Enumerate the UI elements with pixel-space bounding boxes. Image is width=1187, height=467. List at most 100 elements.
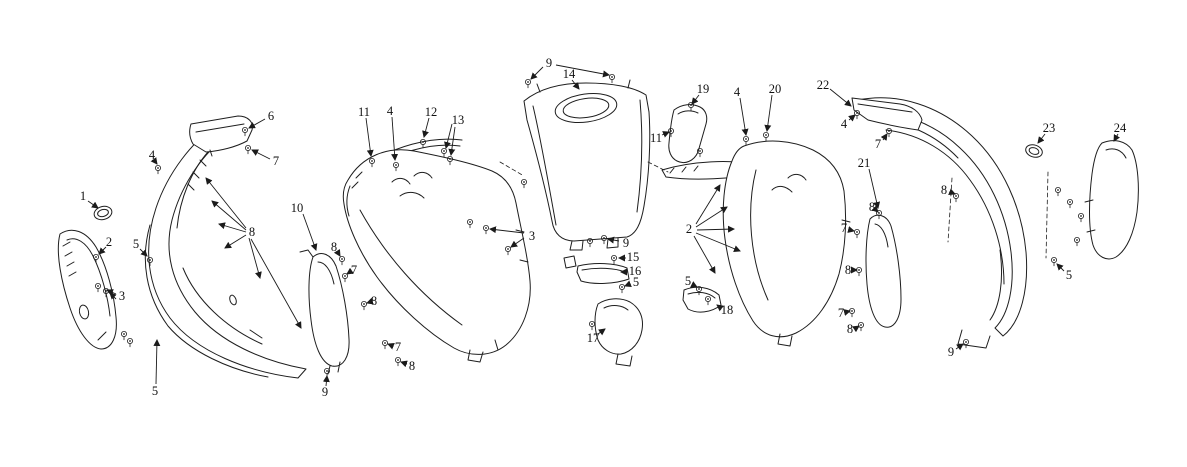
callout-9: 9	[546, 56, 552, 70]
leader-line-4	[150, 157, 158, 165]
leader-line-2	[696, 225, 735, 233]
callout-14: 14	[563, 67, 576, 81]
callout-7: 7	[841, 221, 847, 235]
callout-7: 7	[273, 154, 279, 168]
leader-line-9	[322, 375, 330, 387]
leader-line-5	[139, 248, 148, 257]
callout-8: 8	[331, 240, 337, 254]
callout-7: 7	[838, 306, 844, 320]
strip-part-18	[682, 286, 722, 313]
leader-line-8	[224, 234, 247, 249]
callout-7: 7	[875, 137, 881, 151]
callout-5: 5	[133, 237, 139, 251]
callout-17: 17	[587, 331, 600, 345]
leader-line-8	[250, 238, 302, 329]
callout-6: 6	[268, 109, 274, 123]
leader-line-3	[109, 292, 117, 300]
callout-16: 16	[629, 264, 642, 278]
callout-8: 8	[371, 294, 377, 308]
leader-line-20	[764, 94, 773, 132]
leader-line-10	[302, 213, 318, 251]
callout-8: 8	[941, 183, 947, 197]
callout-11: 11	[650, 131, 662, 145]
callout-4: 4	[387, 104, 394, 118]
leader-line-13	[444, 123, 453, 149]
strip-panel-part-10	[299, 249, 350, 375]
leader-line-4	[391, 116, 399, 161]
callout-5: 5	[152, 384, 158, 398]
leader-line-9	[607, 236, 620, 244]
leader-line-5	[1056, 263, 1065, 272]
callout-7: 7	[395, 340, 401, 354]
leader-line-12	[422, 117, 430, 138]
leader-line-7	[251, 149, 271, 160]
callout-3: 3	[119, 289, 125, 303]
callout-8: 8	[249, 225, 255, 239]
callout-2: 2	[686, 222, 692, 236]
leader-line-8	[871, 205, 879, 213]
side-fairing-right	[722, 140, 851, 347]
callout-3: 3	[529, 229, 535, 243]
leader-line-7	[843, 309, 851, 316]
top-bracket-left	[189, 115, 253, 157]
leader-line-6	[248, 118, 266, 129]
tank-cover-part-14	[523, 79, 651, 251]
leader-line-7	[847, 226, 855, 233]
callout-4: 4	[841, 117, 848, 131]
leader-line-3	[489, 226, 525, 234]
callout-21: 21	[858, 156, 871, 170]
leader-line-5	[153, 339, 161, 385]
leader-line-5	[690, 281, 698, 288]
inner-panel-left-rear	[144, 224, 269, 378]
callout-7: 7	[351, 263, 357, 277]
callout-8: 8	[845, 263, 851, 277]
callout-20: 20	[769, 82, 782, 96]
leader-line-7	[346, 267, 354, 275]
callout-19: 19	[697, 82, 710, 96]
leader-line-18	[716, 304, 724, 312]
strip-panel-part-21	[865, 214, 902, 328]
callout-8: 8	[847, 322, 853, 336]
callout-9: 9	[623, 236, 629, 250]
callout-18: 18	[721, 303, 734, 317]
callout-4: 4	[734, 85, 741, 99]
side-fairing-left	[342, 149, 531, 363]
callout-2: 2	[106, 235, 112, 249]
grommet-part-23	[1025, 144, 1043, 158]
callout-8: 8	[409, 359, 415, 373]
leader-line-4	[739, 97, 749, 136]
leader-line-9	[530, 66, 544, 80]
bracket-part-16	[563, 255, 630, 284]
leader-line-7	[880, 133, 888, 141]
lower-cover-left-part	[57, 229, 117, 350]
leader-line-21	[868, 168, 881, 209]
leader-line-13	[448, 126, 456, 156]
leader-line-8	[366, 297, 374, 305]
leader-line-14	[571, 79, 580, 90]
callout-5: 5	[1066, 268, 1072, 282]
leader-line-17	[597, 328, 606, 336]
leader-line-7	[387, 342, 395, 350]
inner-panel-right	[857, 97, 1028, 349]
leader-line-19	[691, 94, 700, 105]
leader-line-1	[87, 200, 99, 209]
bracket-part-17	[594, 298, 643, 367]
callout-24: 24	[1114, 121, 1127, 135]
leader-line-2	[98, 246, 107, 255]
leader-line-2	[693, 235, 716, 274]
alignment-dash-left	[499, 161, 525, 177]
callout-8: 8	[869, 200, 875, 214]
callout-9: 9	[322, 385, 328, 399]
leader-line-8	[333, 249, 341, 257]
leader-line-8	[218, 222, 247, 233]
leader-line-8	[248, 237, 262, 279]
grommet-part-1	[93, 205, 113, 221]
leader-line-2	[695, 232, 741, 252]
callout-22: 22	[817, 78, 830, 92]
alignment-dash-far-right	[1045, 171, 1049, 259]
leader-line-9	[555, 64, 610, 78]
callout-15: 15	[627, 250, 640, 264]
